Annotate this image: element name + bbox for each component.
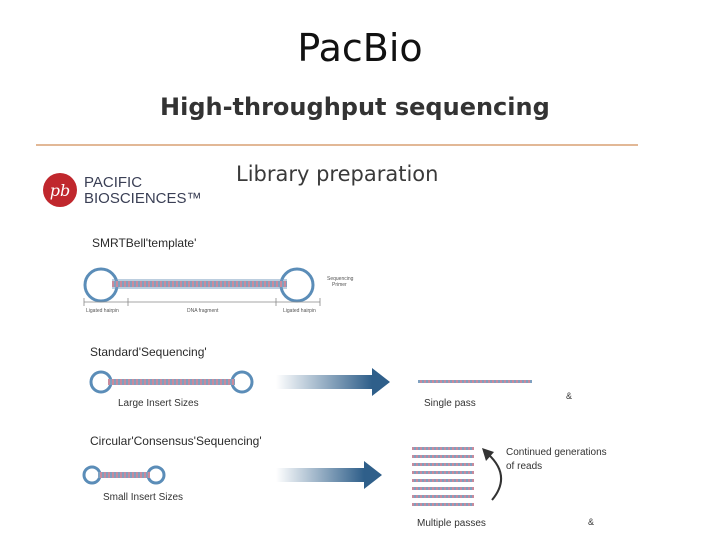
- standard-sequencing-label: Standard'Sequencing': [90, 345, 207, 359]
- smrtbell-template-diagram: [84, 269, 320, 306]
- logo-line-1: PACIFIC: [84, 175, 202, 191]
- large-insert-label: Large Insert Sizes: [118, 398, 199, 409]
- sequencing-primer-label: Sequencing Primer: [327, 276, 353, 288]
- ccs-mark: &: [588, 517, 594, 527]
- multiple-passes-label: Multiple passes: [417, 518, 486, 529]
- single-pass-read: [418, 380, 532, 383]
- svg-text:pb: pb: [50, 181, 70, 200]
- company-logo-text: PACIFIC BIOSCIENCES™: [84, 175, 202, 207]
- ccs-arrow-icon: [276, 461, 382, 489]
- small-insert-label: Small Insert Sizes: [103, 492, 183, 503]
- section-subheading: Library preparation: [236, 162, 438, 186]
- ccs-label: Circular'Consensus'Sequencing': [90, 434, 262, 448]
- standard-template-diagram: [91, 372, 252, 392]
- continued-generations-note: Continued generations of reads: [506, 447, 607, 472]
- ccs-template-diagram: [84, 467, 164, 483]
- single-pass-label: Single pass: [424, 398, 476, 409]
- ligated-hairpin-left-label: Ligated hairpin: [86, 308, 119, 314]
- note-line-2: of reads: [506, 461, 607, 472]
- standard-mark: &: [566, 391, 572, 401]
- curved-arrow-icon: [482, 448, 501, 500]
- note-line-1: Continued generations: [506, 447, 607, 458]
- primer-line-2: Primer: [327, 282, 353, 288]
- smrtbell-label: SMRTBell'template': [92, 236, 196, 250]
- ligated-hairpin-right-label: Ligated hairpin: [283, 308, 316, 314]
- logo-line-2: BIOSCIENCES™: [84, 191, 202, 207]
- multiple-pass-reads: [412, 447, 474, 506]
- standard-arrow-icon: [276, 368, 390, 396]
- dna-fragment-label: DNA fragment: [187, 308, 218, 314]
- pacific-biosciences-logo-icon: pb: [43, 173, 77, 207]
